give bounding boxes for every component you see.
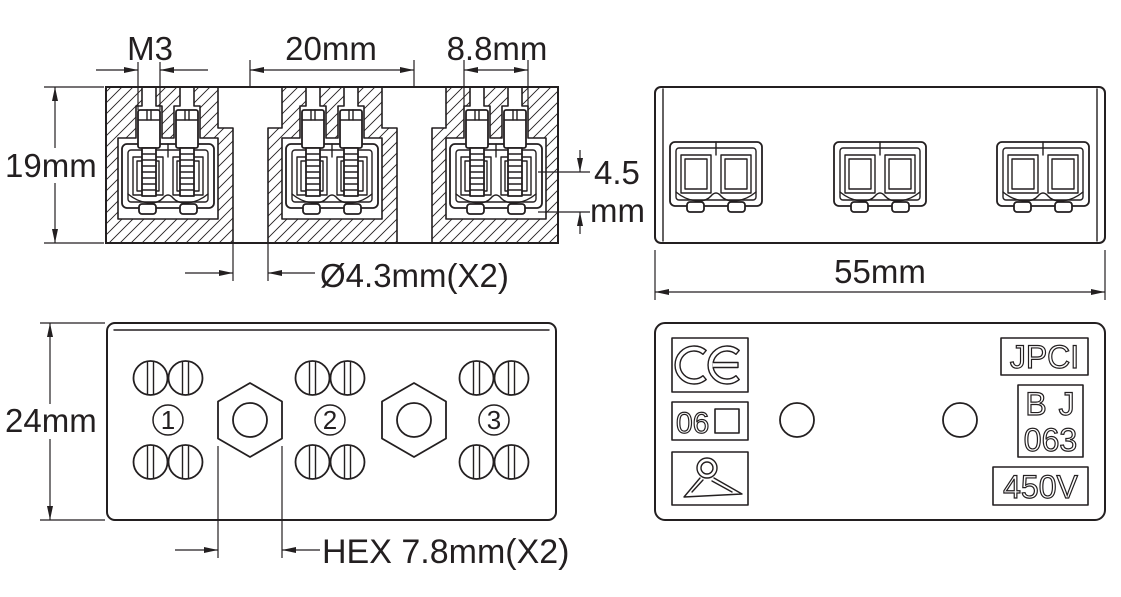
- top-view: 1 2 3 24mm HEX 7.8mm(X2): [5, 322, 570, 571]
- brand-box: [1000, 337, 1089, 376]
- code-text: 06: [676, 407, 709, 440]
- label-depth-value: 4.5: [594, 154, 640, 191]
- voltage-text: 450V: [1003, 469, 1078, 505]
- side-terminal-3: [996, 141, 1090, 213]
- ce-letter-e-bar: [712, 361, 739, 369]
- label-hole: Ø4.3mm(X2): [320, 257, 509, 294]
- terminal-number-2: 2: [323, 405, 337, 435]
- label-width: 24mm: [5, 402, 97, 439]
- label-length: 55mm: [834, 253, 926, 290]
- mounting-hole-bottom-1: [779, 402, 815, 438]
- ce-letter-e: [707, 345, 740, 385]
- bottom-view: 06 JPCI BJ 063 450V: [654, 322, 1106, 521]
- model-line-1: BJ: [1025, 386, 1086, 422]
- model-line-2: 063: [1024, 422, 1077, 458]
- label-hex: HEX 7.8mm(X2): [322, 533, 570, 571]
- terminal-number-1: 1: [161, 405, 175, 435]
- mounting-hole-bottom-2: [942, 402, 978, 438]
- side-terminal-2: [833, 141, 927, 213]
- ce-letter-c: [674, 345, 707, 385]
- logo-stand-inner: [691, 479, 733, 493]
- label-depth-unit: mm: [590, 192, 645, 229]
- brand-text: JPCI: [1010, 339, 1079, 375]
- ce-mark-icon: [674, 345, 740, 385]
- terminal-number-circle: [314, 404, 346, 436]
- label-opening: 8.8mm: [447, 30, 548, 67]
- logo-circle-inner: [700, 461, 714, 475]
- section-view: M3 20mm 8.8mm 19mm 4.5 mm Ø4.3mm(X2): [5, 30, 645, 294]
- side-terminal-1: [669, 141, 763, 213]
- label-m3: M3: [127, 30, 173, 67]
- section-body-outline: [105, 86, 559, 244]
- label-height: 19mm: [5, 147, 97, 184]
- voltage-box: [992, 466, 1089, 506]
- logo-circle: [696, 457, 718, 479]
- terminal-number-circle: [478, 404, 510, 436]
- terminal-number-circle: [152, 404, 184, 436]
- logo-stand: [683, 477, 743, 498]
- approval-logo-icon: [683, 457, 743, 498]
- square-icon: [714, 408, 740, 434]
- label-pitch: 20mm: [285, 30, 377, 67]
- model-box: [1017, 384, 1084, 458]
- terminal-number-3: 3: [487, 405, 501, 435]
- side-view: 55mm: [654, 86, 1106, 300]
